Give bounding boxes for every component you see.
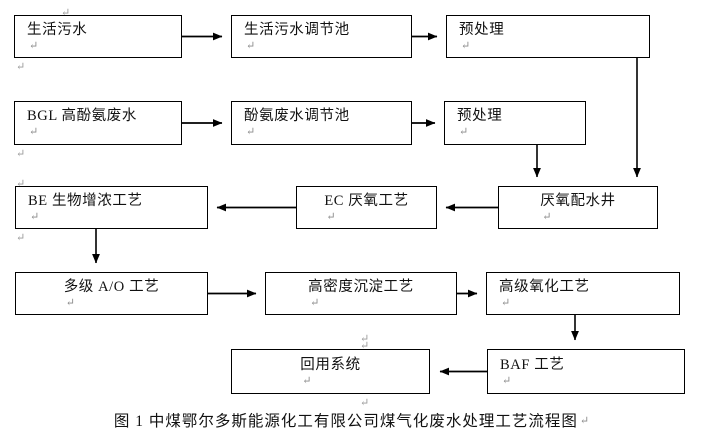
node-label-pretreatment-1: 预处理 bbox=[459, 21, 505, 38]
node-label-ec-anaerobic: EC 厌氧工艺 bbox=[324, 192, 409, 209]
node-text-baf-process: BAF 工艺↵ bbox=[500, 353, 564, 391]
node-pilcrow-advanced-oxidation: ↵ bbox=[501, 296, 511, 309]
node-text-ec-anaerobic: EC 厌氧工艺↵ bbox=[324, 189, 408, 227]
node-label-advanced-oxidation: 高级氧化工艺 bbox=[499, 278, 590, 295]
paragraph-mark-m2: ↵ bbox=[16, 61, 26, 73]
node-text-bgl-phenol-ammonia: BGL 高酚氨废水 ↵ bbox=[27, 104, 137, 142]
node-pilcrow-anaerobic-water-well: ↵ bbox=[542, 210, 553, 223]
paragraph-mark-m5: ↵ bbox=[16, 232, 26, 244]
node-label-multistage-ao: 多级 A/O 工艺 bbox=[63, 278, 160, 295]
node-pilcrow-reuse-system: ↵ bbox=[302, 374, 313, 387]
node-pilcrow-domestic-sewage: ↵ bbox=[29, 39, 39, 52]
node-pretreatment-2: 预处理 ↵ bbox=[444, 101, 586, 145]
node-reuse-system: 回用系统↵ bbox=[231, 349, 430, 394]
node-bgl-phenol-ammonia: BGL 高酚氨废水 ↵ bbox=[14, 101, 182, 145]
node-be-bio-enrichment: BE 生物增浓工艺↵ bbox=[15, 186, 208, 229]
node-pilcrow-baf-process: ↵ bbox=[502, 374, 512, 387]
node-label-phenol-equal-tank: 酚氨废水调节池 bbox=[244, 108, 350, 124]
node-text-phenol-equal-tank: 酚氨废水调节池 ↵ bbox=[244, 104, 350, 142]
node-pilcrow-multistage-ao: ↵ bbox=[65, 296, 76, 309]
paragraph-mark-m3: ↵ bbox=[16, 148, 26, 160]
figure-caption: 图 1 中煤鄂尔多斯能源化工有限公司煤气化废水处理工艺流程图↵ bbox=[0, 409, 704, 431]
node-text-domestic-equal-tank: 生活污水调节池↵ bbox=[244, 18, 350, 56]
node-domestic-equal-tank: 生活污水调节池↵ bbox=[231, 15, 412, 58]
node-label-baf-process: BAF 工艺 bbox=[500, 356, 565, 373]
node-text-domestic-sewage: 生活污水↵ bbox=[27, 18, 87, 56]
node-label-pretreatment-2: 预处理 bbox=[457, 108, 503, 124]
paragraph-mark-m7: ↵ bbox=[360, 340, 370, 352]
figure-caption-pilcrow: ↵ bbox=[579, 415, 591, 427]
node-anaerobic-water-well: 厌氧配水井↵ bbox=[498, 186, 658, 229]
node-advanced-oxidation: 高级氧化工艺↵ bbox=[486, 272, 680, 315]
node-domestic-sewage: 生活污水↵ bbox=[14, 15, 182, 58]
node-text-reuse-system: 回用系统↵ bbox=[300, 353, 360, 391]
node-pilcrow-bgl-phenol-ammonia: ↵ bbox=[29, 126, 39, 138]
paragraph-mark-m1: ↵ bbox=[61, 7, 71, 19]
node-pilcrow-pretreatment-1: ↵ bbox=[461, 39, 471, 52]
figure-caption-text: 图 1 中煤鄂尔多斯能源化工有限公司煤气化废水处理工艺流程图 bbox=[113, 413, 578, 430]
node-text-high-density-settling: 高密度沉淀工艺↵ bbox=[308, 275, 414, 313]
node-label-be-bio-enrichment: BE 生物增浓工艺 bbox=[28, 192, 143, 209]
node-ec-anaerobic: EC 厌氧工艺↵ bbox=[296, 186, 437, 229]
paragraph-mark-m4: ↵ bbox=[16, 178, 26, 190]
node-label-anaerobic-water-well: 厌氧配水井 bbox=[540, 192, 616, 209]
node-text-multistage-ao: 多级 A/O 工艺↵ bbox=[64, 275, 160, 313]
node-pilcrow-pretreatment-2: ↵ bbox=[459, 126, 469, 138]
node-text-pretreatment-1: 预处理↵ bbox=[459, 18, 504, 56]
paragraph-mark-m8: ↵ bbox=[360, 397, 370, 409]
node-label-domestic-equal-tank: 生活污水调节池 bbox=[244, 21, 350, 38]
node-pilcrow-phenol-equal-tank: ↵ bbox=[246, 126, 256, 138]
node-pilcrow-high-density-settling: ↵ bbox=[310, 296, 320, 309]
node-text-be-bio-enrichment: BE 生物增浓工艺↵ bbox=[28, 189, 143, 227]
node-pilcrow-domestic-equal-tank: ↵ bbox=[246, 39, 256, 52]
node-label-domestic-sewage: 生活污水 bbox=[27, 21, 88, 38]
node-pretreatment-1: 预处理↵ bbox=[446, 15, 650, 58]
node-high-density-settling: 高密度沉淀工艺↵ bbox=[265, 272, 457, 315]
node-label-reuse-system: 回用系统 bbox=[300, 356, 361, 373]
node-label-bgl-phenol-ammonia: BGL 高酚氨废水 bbox=[27, 108, 137, 124]
node-text-advanced-oxidation: 高级氧化工艺↵ bbox=[499, 275, 590, 313]
node-text-pretreatment-2: 预处理 ↵ bbox=[457, 104, 502, 142]
node-label-high-density-settling: 高密度沉淀工艺 bbox=[308, 278, 414, 295]
node-pilcrow-ec-anaerobic: ↵ bbox=[326, 210, 337, 223]
node-text-anaerobic-water-well: 厌氧配水井↵ bbox=[540, 189, 616, 227]
node-phenol-equal-tank: 酚氨废水调节池 ↵ bbox=[231, 101, 412, 145]
node-multistage-ao: 多级 A/O 工艺↵ bbox=[15, 272, 208, 315]
paragraph-mark-m6: ↵ bbox=[360, 333, 370, 345]
node-pilcrow-be-bio-enrichment: ↵ bbox=[30, 210, 40, 223]
node-baf-process: BAF 工艺↵ bbox=[487, 349, 685, 394]
